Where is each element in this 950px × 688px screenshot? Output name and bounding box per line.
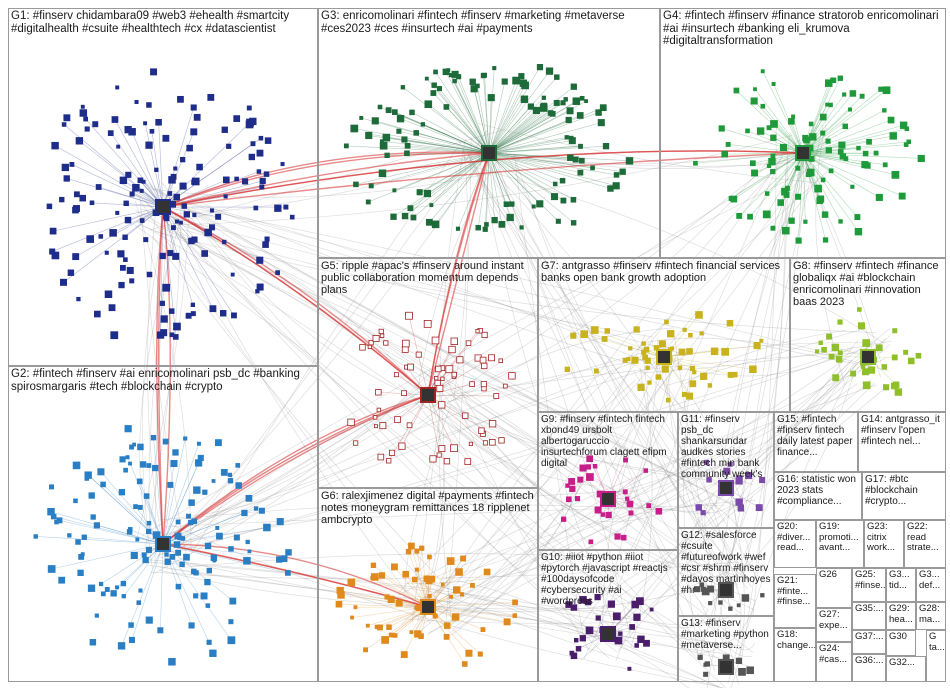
group-box-g22: G22: read strate... [904, 520, 946, 568]
group-box-g19: G19: promoti... avant... [816, 520, 864, 568]
group-box-g36: G36:... [852, 654, 886, 682]
group-box-g27: G27: expe... [816, 608, 852, 642]
group-label: G29: hea... [889, 604, 913, 625]
group-box-g5: G5: ripple #apac's #finserv around insta… [318, 258, 538, 488]
group-box-g35: G35:... [852, 602, 886, 630]
group-label: G20: #diver... read... [777, 522, 813, 554]
group-label: G2: #fintech #finserv #ai enricomolinari… [11, 368, 315, 393]
group-box-g34: G ta... [926, 630, 946, 682]
group-box-g24: G24: #cas... [816, 642, 852, 682]
group-label: G15: #fintech #finserv fintech daily lat… [777, 414, 855, 458]
group-box-g12: G12: #salesforce #csuite #futureofwork #… [678, 528, 774, 616]
group-label: G ta... [929, 632, 943, 653]
group-label: G12: #salesforce #csuite #futureofwork #… [681, 530, 771, 596]
group-label: G28: ma... [919, 604, 943, 625]
group-box-g25: G25: #finse... [852, 568, 886, 602]
group-label: G30 [889, 632, 913, 643]
group-box-g4: G4: #fintech #finserv #finance stratorob… [660, 8, 946, 258]
group-label: G8: #finserv #fintech #finance globaliqx… [793, 260, 943, 308]
group-box-g6: G6: ralexjimenez digital #payments #fint… [318, 488, 538, 682]
group-label: G1: #finserv chidambara09 #web3 #ehealth… [11, 10, 315, 35]
group-box-g10: G10: #iiot #python #iiot #pytorch #javas… [538, 550, 678, 682]
group-label: G23: citrix work... [867, 522, 901, 554]
group-label: G35:... [855, 604, 883, 615]
group-box-g18: G18: change... [774, 628, 816, 682]
group-label: G7: antgrasso #finserv #fintech financia… [541, 260, 787, 284]
group-label: G25: #finse... [855, 570, 883, 591]
group-label: G17: #btc #blockchain #crypto... [865, 474, 943, 507]
group-label: G24: #cas... [819, 644, 849, 665]
group-label: G18: change... [777, 630, 813, 651]
group-box-g16: G16: statistic won 2023 stats #complianc… [774, 472, 862, 520]
group-box-g29: G29: hea... [886, 602, 916, 630]
group-label: G26 [819, 570, 849, 581]
group-box-g9: G9: #finserv #fintech fintech xbond49 ur… [538, 412, 678, 550]
group-box-g13: G13: #finserv #marketing #python #metave… [678, 616, 774, 682]
group-label: G32... [889, 658, 923, 669]
group-box-g8: G8: #finserv #fintech #finance globaliqx… [790, 258, 946, 412]
group-box-g30: G30 [886, 630, 916, 656]
group-label: G4: #fintech #finserv #finance stratorob… [663, 10, 943, 48]
group-label: G6: ralexjimenez digital #payments #fint… [321, 490, 535, 526]
group-label: G13: #finserv #marketing #python #metave… [681, 618, 771, 651]
group-label: G9: #finserv #fintech fintech xbond49 ur… [541, 414, 675, 469]
group-box-g17: G17: #btc #blockchain #crypto... [862, 472, 946, 520]
group-label: G5: ripple #apac's #finserv around insta… [321, 260, 535, 296]
group-box-g32: G3... def... [916, 568, 946, 602]
group-box-g7: G7: antgrasso #finserv #fintech financia… [538, 258, 790, 412]
group-box-g21: G21: #finte... #finse... [774, 574, 816, 628]
group-box-g14: G14: antgrasso_it #finserv l'open #finte… [858, 412, 946, 472]
group-label: G19: promoti... avant... [819, 522, 861, 554]
group-label: G27: expe... [819, 610, 849, 631]
group-label: G14: antgrasso_it #finserv l'open #finte… [861, 414, 943, 447]
group-box-g28: G28: ma... [916, 602, 946, 630]
group-box-g2: G2: #fintech #finserv #ai enricomolinari… [8, 366, 318, 682]
group-label: G21: #finte... #finse... [777, 576, 813, 608]
group-box-g1: G1: #finserv chidambara09 #web3 #ehealth… [8, 8, 318, 366]
group-label: G37:... [855, 632, 883, 643]
group-label: G10: #iiot #python #iiot #pytorch #javas… [541, 552, 675, 607]
group-box-g11: G11: #finserv psb_dc shankarsundar audke… [678, 412, 774, 528]
group-box-g26: G26 [816, 568, 852, 608]
group-box-g20: G20: #diver... read... [774, 520, 816, 568]
group-box-g15: G15: #fintech #finserv fintech daily lat… [774, 412, 858, 472]
group-label: G3... tid... [889, 570, 913, 591]
group-label: G36:... [855, 656, 883, 667]
group-label: G3... def... [919, 570, 943, 591]
group-label: G16: statistic won 2023 stats #complianc… [777, 474, 859, 507]
group-box-g37: G37:... [852, 630, 886, 654]
group-label: G22: read strate... [907, 522, 943, 554]
group-label: G11: #finserv psb_dc shankarsundar audke… [681, 414, 771, 480]
group-label: G3: enricomolinari #fintech #finserv #ma… [321, 10, 657, 35]
group-box-g31: G3... tid... [886, 568, 916, 602]
group-box-g23: G23: citrix work... [864, 520, 904, 568]
group-box-g33: G32... [886, 656, 926, 682]
group-box-g3: G3: enricomolinari #fintech #finserv #ma… [318, 8, 660, 258]
